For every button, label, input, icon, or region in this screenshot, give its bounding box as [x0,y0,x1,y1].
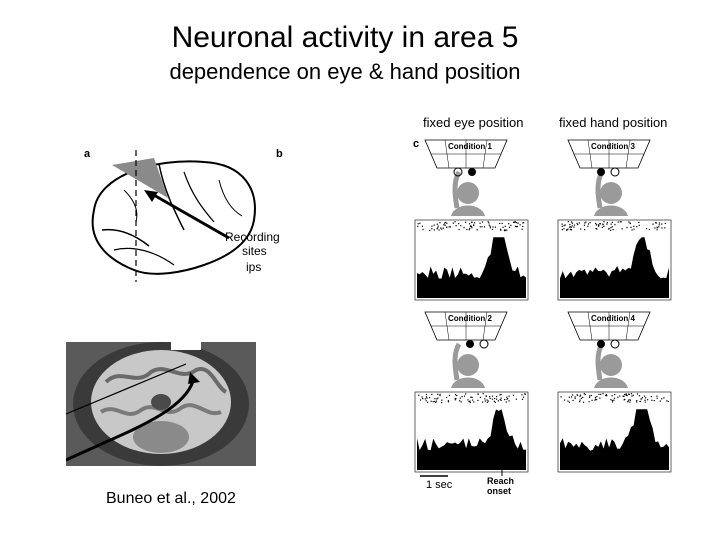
scale-bar-label: 1 sec [426,479,453,491]
panel-letter-b: b [276,148,283,160]
reach-onset-label-2: onset [487,486,512,496]
slide-title: Neuronal activity in area 5 [171,21,519,54]
condition-2-label: Condition 2 [448,314,492,323]
brain-label-recording: Recording [225,230,280,244]
citation: Buneo et al., 2002 [106,490,236,507]
condition-3-label: Condition 3 [591,142,635,151]
panel-letter-c: c [413,138,420,150]
col-header-fixed-eye: fixed eye position [423,115,524,130]
brain-label-sites: sites [242,244,267,258]
condition-1-label: Condition 1 [448,142,492,151]
psth-fill-1 [417,237,526,298]
mri-coronal-image [66,342,256,466]
area5-highlight [112,158,168,198]
psth-fill-3 [417,409,526,470]
brain-lateral-drawing [91,150,256,282]
slide-subtitle: dependence on eye & hand position [169,59,521,84]
panel-c-histograms [414,138,672,477]
panel-letter-a: a [84,148,91,160]
condition-4-label: Condition 4 [591,314,635,323]
brain-label-ips: ips [246,260,262,274]
psth-fill-2 [560,237,669,298]
psth-fill-4 [560,409,669,470]
reach-onset-label-1: Reach [487,476,515,486]
col-header-fixed-hand: fixed hand position [559,115,668,130]
